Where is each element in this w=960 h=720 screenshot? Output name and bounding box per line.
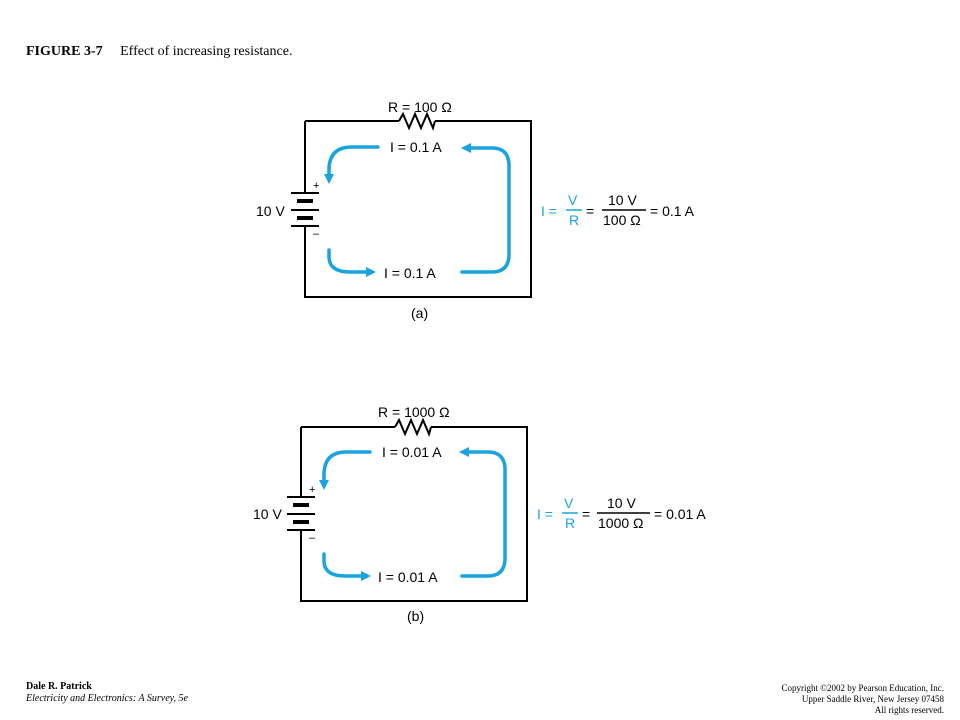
current-arrows-b [319, 447, 507, 581]
formula-b: I = V R = 10 V 1000 Ω = 0.01 A [537, 495, 706, 531]
formula-b-frac1-den: R [565, 515, 575, 531]
battery-a-label: 10 V [256, 203, 285, 219]
figure-caption: Effect of increasing resistance. [120, 44, 293, 59]
circuit-a-label: (a) [411, 305, 428, 321]
formula-a-lhs: I = [541, 203, 557, 219]
current-arrow-a-left-bottom [327, 248, 376, 277]
current-arrow-a-top-left [324, 145, 380, 184]
formula-a-frac2-num: 10 V [608, 192, 637, 208]
current-arrows-a [324, 143, 511, 277]
formula-a-frac1-num: V [568, 192, 578, 208]
formula-b-lhs: I = [537, 506, 553, 522]
circuit-b: R = 1000 Ω 10 V + – I = 0.01 A I = 0.01 … [253, 404, 706, 624]
circuit-a-wires [304, 120, 532, 298]
circuit-b-label: (b) [407, 608, 424, 624]
current-a-top: I = 0.1 A [390, 139, 442, 155]
battery-a-minus: – [313, 228, 320, 240]
resistor-a [398, 111, 436, 131]
formula-b-result: = 0.01 A [654, 506, 706, 522]
copyright-line-3: All rights reserved. [874, 705, 944, 715]
figure-number: FIGURE 3-7 [26, 44, 103, 59]
formula-b-frac2-den: 1000 Ω [598, 515, 644, 531]
current-arrow-b-top-left [319, 450, 372, 490]
current-arrow-b-right [459, 447, 507, 578]
resistor-a-label: R = 100 Ω [388, 99, 452, 115]
battery-b-minus: – [309, 532, 316, 544]
formula-a-eq: = [586, 203, 594, 219]
circuit-a: R = 100 Ω 10 V + – I = 0.1 A I = 0.1 A I… [256, 99, 695, 321]
resistor-b [394, 417, 432, 437]
battery-b-label: 10 V [253, 506, 282, 522]
footer-author: Dale R. Patrick [26, 681, 92, 692]
current-a-bottom: I = 0.1 A [384, 265, 436, 281]
battery-b [287, 496, 315, 536]
formula-a-frac2-den: 100 Ω [603, 212, 641, 228]
battery-a [291, 192, 319, 232]
footer-copyright: Copyright ©2002 by Pearson Education, In… [781, 683, 944, 716]
formula-a: I = V R = 10 V 100 Ω = 0.1 A [541, 192, 695, 228]
current-arrow-b-left-bottom [322, 552, 371, 581]
resistor-b-label: R = 1000 Ω [378, 404, 450, 420]
formula-b-frac2-num: 10 V [607, 495, 636, 511]
circuit-b-wires [300, 426, 528, 602]
formula-b-eq: = [582, 506, 590, 522]
current-b-top: I = 0.01 A [382, 444, 442, 460]
current-b-bottom: I = 0.01 A [378, 569, 438, 585]
battery-b-plus: + [309, 484, 315, 496]
battery-a-plus: + [313, 180, 319, 192]
footer-book: Electricity and Electronics: A Survey, 5… [26, 693, 188, 704]
current-arrow-a-right [460, 143, 511, 274]
figure-title: FIGURE 3-7 Effect of increasing resistan… [26, 44, 292, 60]
formula-a-frac1-den: R [569, 212, 579, 228]
footer-credits: Dale R. Patrick Electricity and Electron… [26, 681, 188, 705]
copyright-line-2: Upper Saddle River, New Jersey 07458 [801, 694, 944, 704]
copyright-line-1: Copyright ©2002 by Pearson Education, In… [781, 683, 944, 693]
formula-b-frac1-num: V [564, 495, 574, 511]
formula-a-result: = 0.1 A [650, 203, 695, 219]
